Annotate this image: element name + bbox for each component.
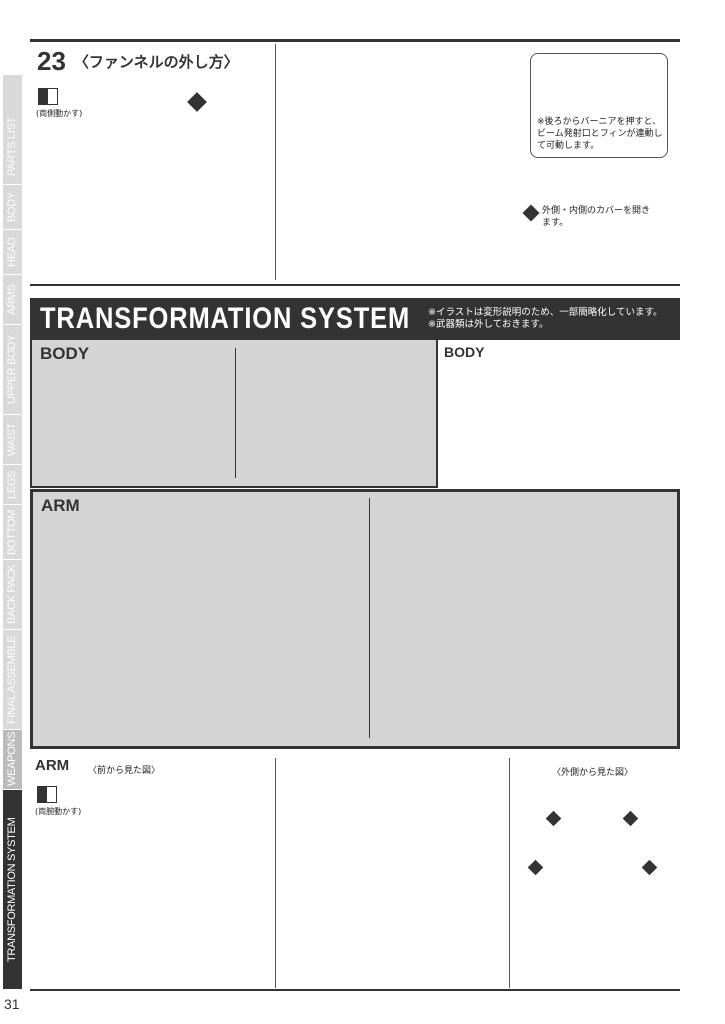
outside-view-label: 〈外側から見た図〉 (552, 768, 634, 778)
tab-arms[interactable]: ARMS (3, 275, 22, 325)
tab-parts-list[interactable]: PARTS LIST (3, 110, 22, 185)
top-rule (30, 39, 680, 42)
body-label-left: BODY (40, 344, 90, 363)
tab-bottom[interactable]: BOTTOM (3, 505, 22, 560)
section-tabs: TRANSFORMATION SYSTEM WEAPONS FINAL ASSE… (3, 75, 22, 990)
note-weapons: ※武器類は外しておきます。 (428, 319, 549, 330)
tab-waist[interactable]: WAIST (3, 415, 22, 465)
arm-panel: ARM (30, 489, 680, 749)
tab-transformation-system[interactable]: TRANSFORMATION SYSTEM (3, 790, 22, 990)
step-number: 23 (37, 46, 66, 76)
bottom-rule (30, 989, 680, 991)
both-arms-icon (37, 786, 57, 803)
marker-2-right (622, 810, 639, 827)
step-marker-1 (187, 92, 207, 112)
front-view-label: 〈前から見た図〉 (88, 766, 161, 776)
step-divider (275, 44, 276, 280)
both-sides-icon (38, 88, 58, 105)
note-simplified: ※イラストは変形説明のため、一部簡略化しています。 (428, 307, 663, 318)
step-title: 〈ファンネルの外し方〉 (73, 53, 239, 71)
tab-legs[interactable]: LEGS (3, 465, 22, 505)
transformation-title: TRANSFORMATION SYSTEM (40, 302, 411, 335)
page-number: 31 (4, 996, 20, 1012)
body-panel-right: BODY (438, 340, 680, 488)
both-arms-note: (両腕動かす) (35, 807, 82, 816)
step-marker-2 (522, 204, 540, 222)
body-label-right: BODY (444, 344, 485, 360)
callout-box: ※後ろからバーニアを押すと、ビーム発射口とフィンが連動して可動します。 (530, 53, 668, 158)
arm-divider-2 (509, 758, 510, 988)
tab-head[interactable]: HEAD (3, 230, 22, 275)
section-rule (30, 284, 680, 286)
callout-note: ※後ろからバーニアを押すと、ビーム発射口とフィンが連動して可動します。 (537, 117, 663, 151)
both-sides-note: (両側動かす) (36, 109, 83, 118)
marker-2-left (545, 810, 562, 827)
arm-label: ARM (41, 496, 80, 515)
marker-1-right (641, 859, 658, 876)
transformation-header: TRANSFORMATION SYSTEM ※イラストは変形説明のため、一部簡略… (30, 298, 680, 340)
body-panel-left: BODY (30, 340, 438, 488)
tab-body[interactable]: BODY (3, 185, 22, 230)
tab-weapons[interactable]: WEAPONS (3, 730, 22, 790)
tab-final-assemble[interactable]: FINAL ASSEMBLE (3, 630, 22, 730)
step-23-header: 23 〈ファンネルの外し方〉 (37, 46, 239, 77)
cover-note: 外側・内側のカバーを開きます。 (542, 206, 651, 228)
arm-divider-1 (275, 758, 276, 988)
arm-section-label: ARM (35, 757, 70, 774)
arm-panel-divider (369, 498, 370, 738)
marker-1-left (527, 859, 544, 876)
tab-back-pack[interactable]: BACK PACK (3, 560, 22, 630)
tab-upper-body[interactable]: UPPER BODY (3, 325, 22, 415)
body-panel-divider (235, 348, 236, 478)
